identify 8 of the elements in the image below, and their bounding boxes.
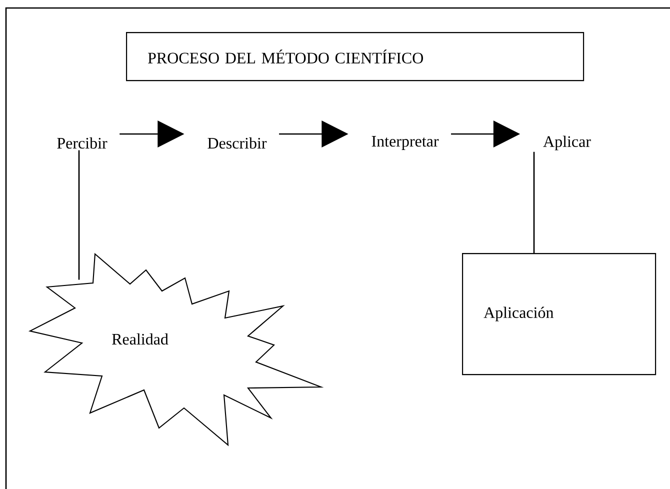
- application-box: Aplicación: [462, 253, 656, 376]
- connector-line: [533, 152, 535, 253]
- connector-line: [78, 150, 80, 280]
- step-label: Interpretar: [372, 136, 439, 150]
- step-label: Aplicar: [543, 136, 591, 150]
- title-box: PROCESO DEL MÉTODO CIENTÍFICO: [126, 32, 584, 82]
- step-label: Percibir: [57, 137, 108, 149]
- step-label: Describir: [208, 137, 267, 149]
